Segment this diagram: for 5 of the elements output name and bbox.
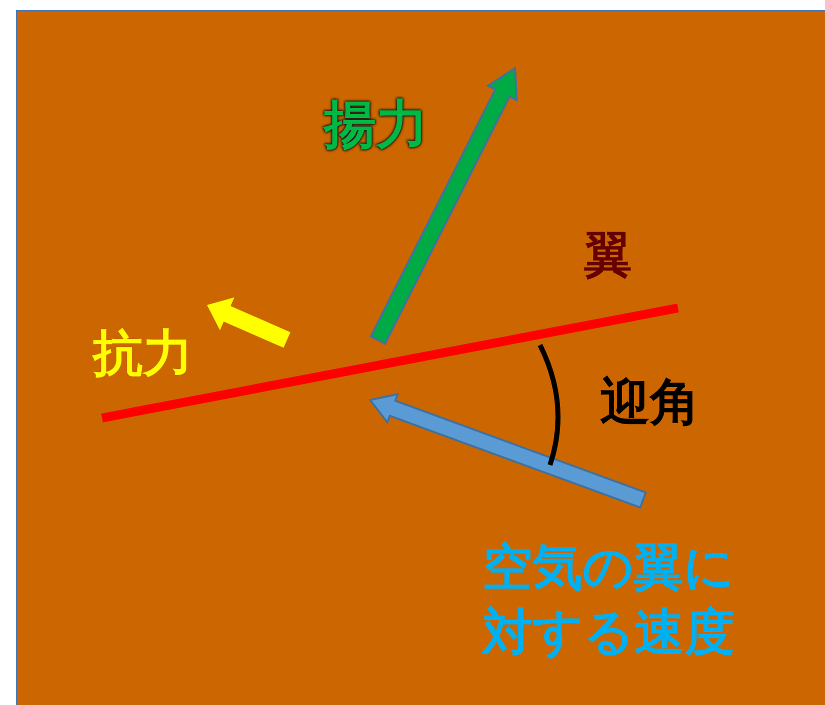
wing-label: 翼 (584, 227, 632, 285)
airflow-velocity-label: 空気の翼に対する速度 (482, 537, 736, 663)
angle-of-attack-label: 迎角 (600, 372, 700, 432)
drag-label: 抗力 (93, 323, 193, 383)
lift-label: 揚力 (324, 94, 428, 156)
